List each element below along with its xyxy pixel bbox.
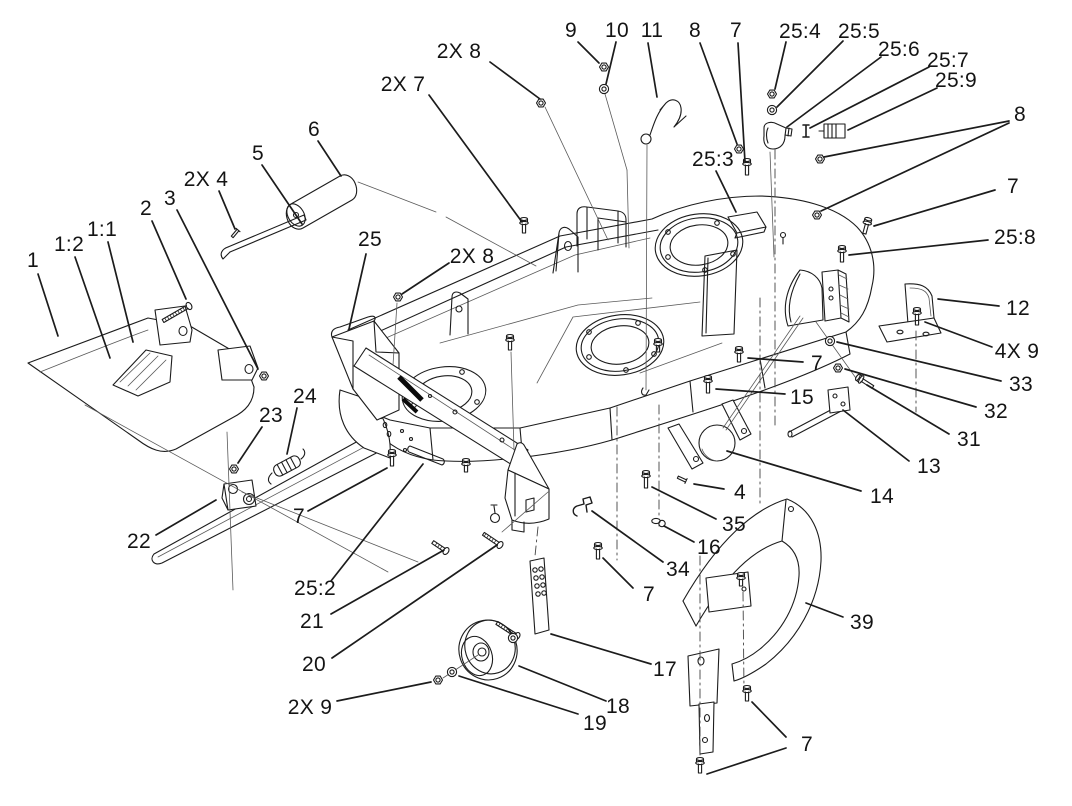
screw-icon [653, 337, 663, 353]
cover-hinge-1 [154, 305, 193, 346]
washer-icon [598, 83, 610, 95]
clevis-pin-ring-icon [651, 517, 666, 528]
s-hook [640, 99, 687, 145]
roller-rod [220, 214, 307, 260]
screw-icon [461, 457, 471, 473]
washer-icon [824, 335, 836, 347]
pin-icon [676, 475, 688, 484]
bolt-icon [742, 157, 752, 176]
discharge-wedge [784, 269, 824, 327]
elbow-fitting [763, 121, 793, 150]
centerlines [534, 149, 917, 761]
height-slot [407, 445, 445, 466]
locknut-icon [733, 144, 745, 154]
bolt-icon [505, 333, 515, 351]
idler-bracket [221, 479, 257, 511]
tab-bracket [449, 291, 469, 336]
torsion-spring [273, 455, 301, 477]
flange-nut-icon [766, 89, 778, 99]
spring-anchor [779, 231, 787, 245]
anchor-plate [727, 211, 767, 239]
bracket-12 [878, 283, 942, 343]
cover-hatch [112, 349, 173, 397]
bolt-icon [641, 469, 651, 489]
chute-bracket [687, 648, 720, 755]
axle-rod-13 [787, 386, 851, 438]
bolt-icon [703, 374, 713, 394]
discharge-chute-39 [682, 498, 822, 682]
washer-icon [766, 104, 778, 116]
bolt-icon [862, 216, 873, 235]
caster-wheel [458, 619, 518, 681]
anti-scalp-ball [698, 424, 736, 462]
roller [285, 174, 358, 230]
spindle-opening-right [654, 213, 744, 277]
connector-25-9 [818, 123, 846, 139]
locknut-icon [811, 210, 823, 220]
wear-bar [821, 269, 850, 323]
deck-shell [347, 195, 875, 429]
bolt-icon [695, 756, 705, 774]
bolt-icon [387, 448, 397, 467]
locknut-icon [535, 98, 547, 108]
caster-fin [507, 442, 550, 490]
baffle-plate [701, 249, 738, 337]
pin-icon [230, 227, 241, 239]
pin-25-7 [802, 124, 810, 138]
bolt-icon [837, 244, 847, 263]
bolt-icon [742, 684, 752, 702]
blade-stop-left [667, 423, 704, 470]
washer-icon [446, 666, 458, 678]
locknut-icon [832, 363, 844, 373]
latch-34 [572, 496, 593, 517]
hook-seat [641, 387, 650, 396]
bolt-icon [912, 306, 922, 326]
pivot-bolt-icon [481, 531, 504, 550]
bolt-icon [161, 301, 193, 324]
bolt-icon [736, 571, 746, 587]
locknut-icon [258, 371, 270, 381]
grease-fitting [489, 504, 501, 524]
locknut-icon [392, 292, 404, 302]
washer-icon [507, 632, 519, 644]
bolt-icon [734, 345, 744, 363]
locknut-icon [598, 62, 610, 72]
locknut-icon [814, 154, 826, 164]
leader-lines [37, 40, 1010, 775]
cover-hinge-2 [217, 345, 259, 381]
projection-lines [84, 93, 859, 679]
locknut-icon [228, 464, 240, 474]
locknut-icon [432, 675, 444, 685]
deck-artwork [27, 99, 942, 755]
bolt-icon [854, 373, 875, 389]
carriage-bolt-icon [431, 540, 450, 556]
bolt-icon [593, 541, 603, 560]
gusset-bracket [552, 226, 579, 274]
blade-stop-right [721, 399, 752, 441]
channel-bracket [576, 206, 627, 251]
